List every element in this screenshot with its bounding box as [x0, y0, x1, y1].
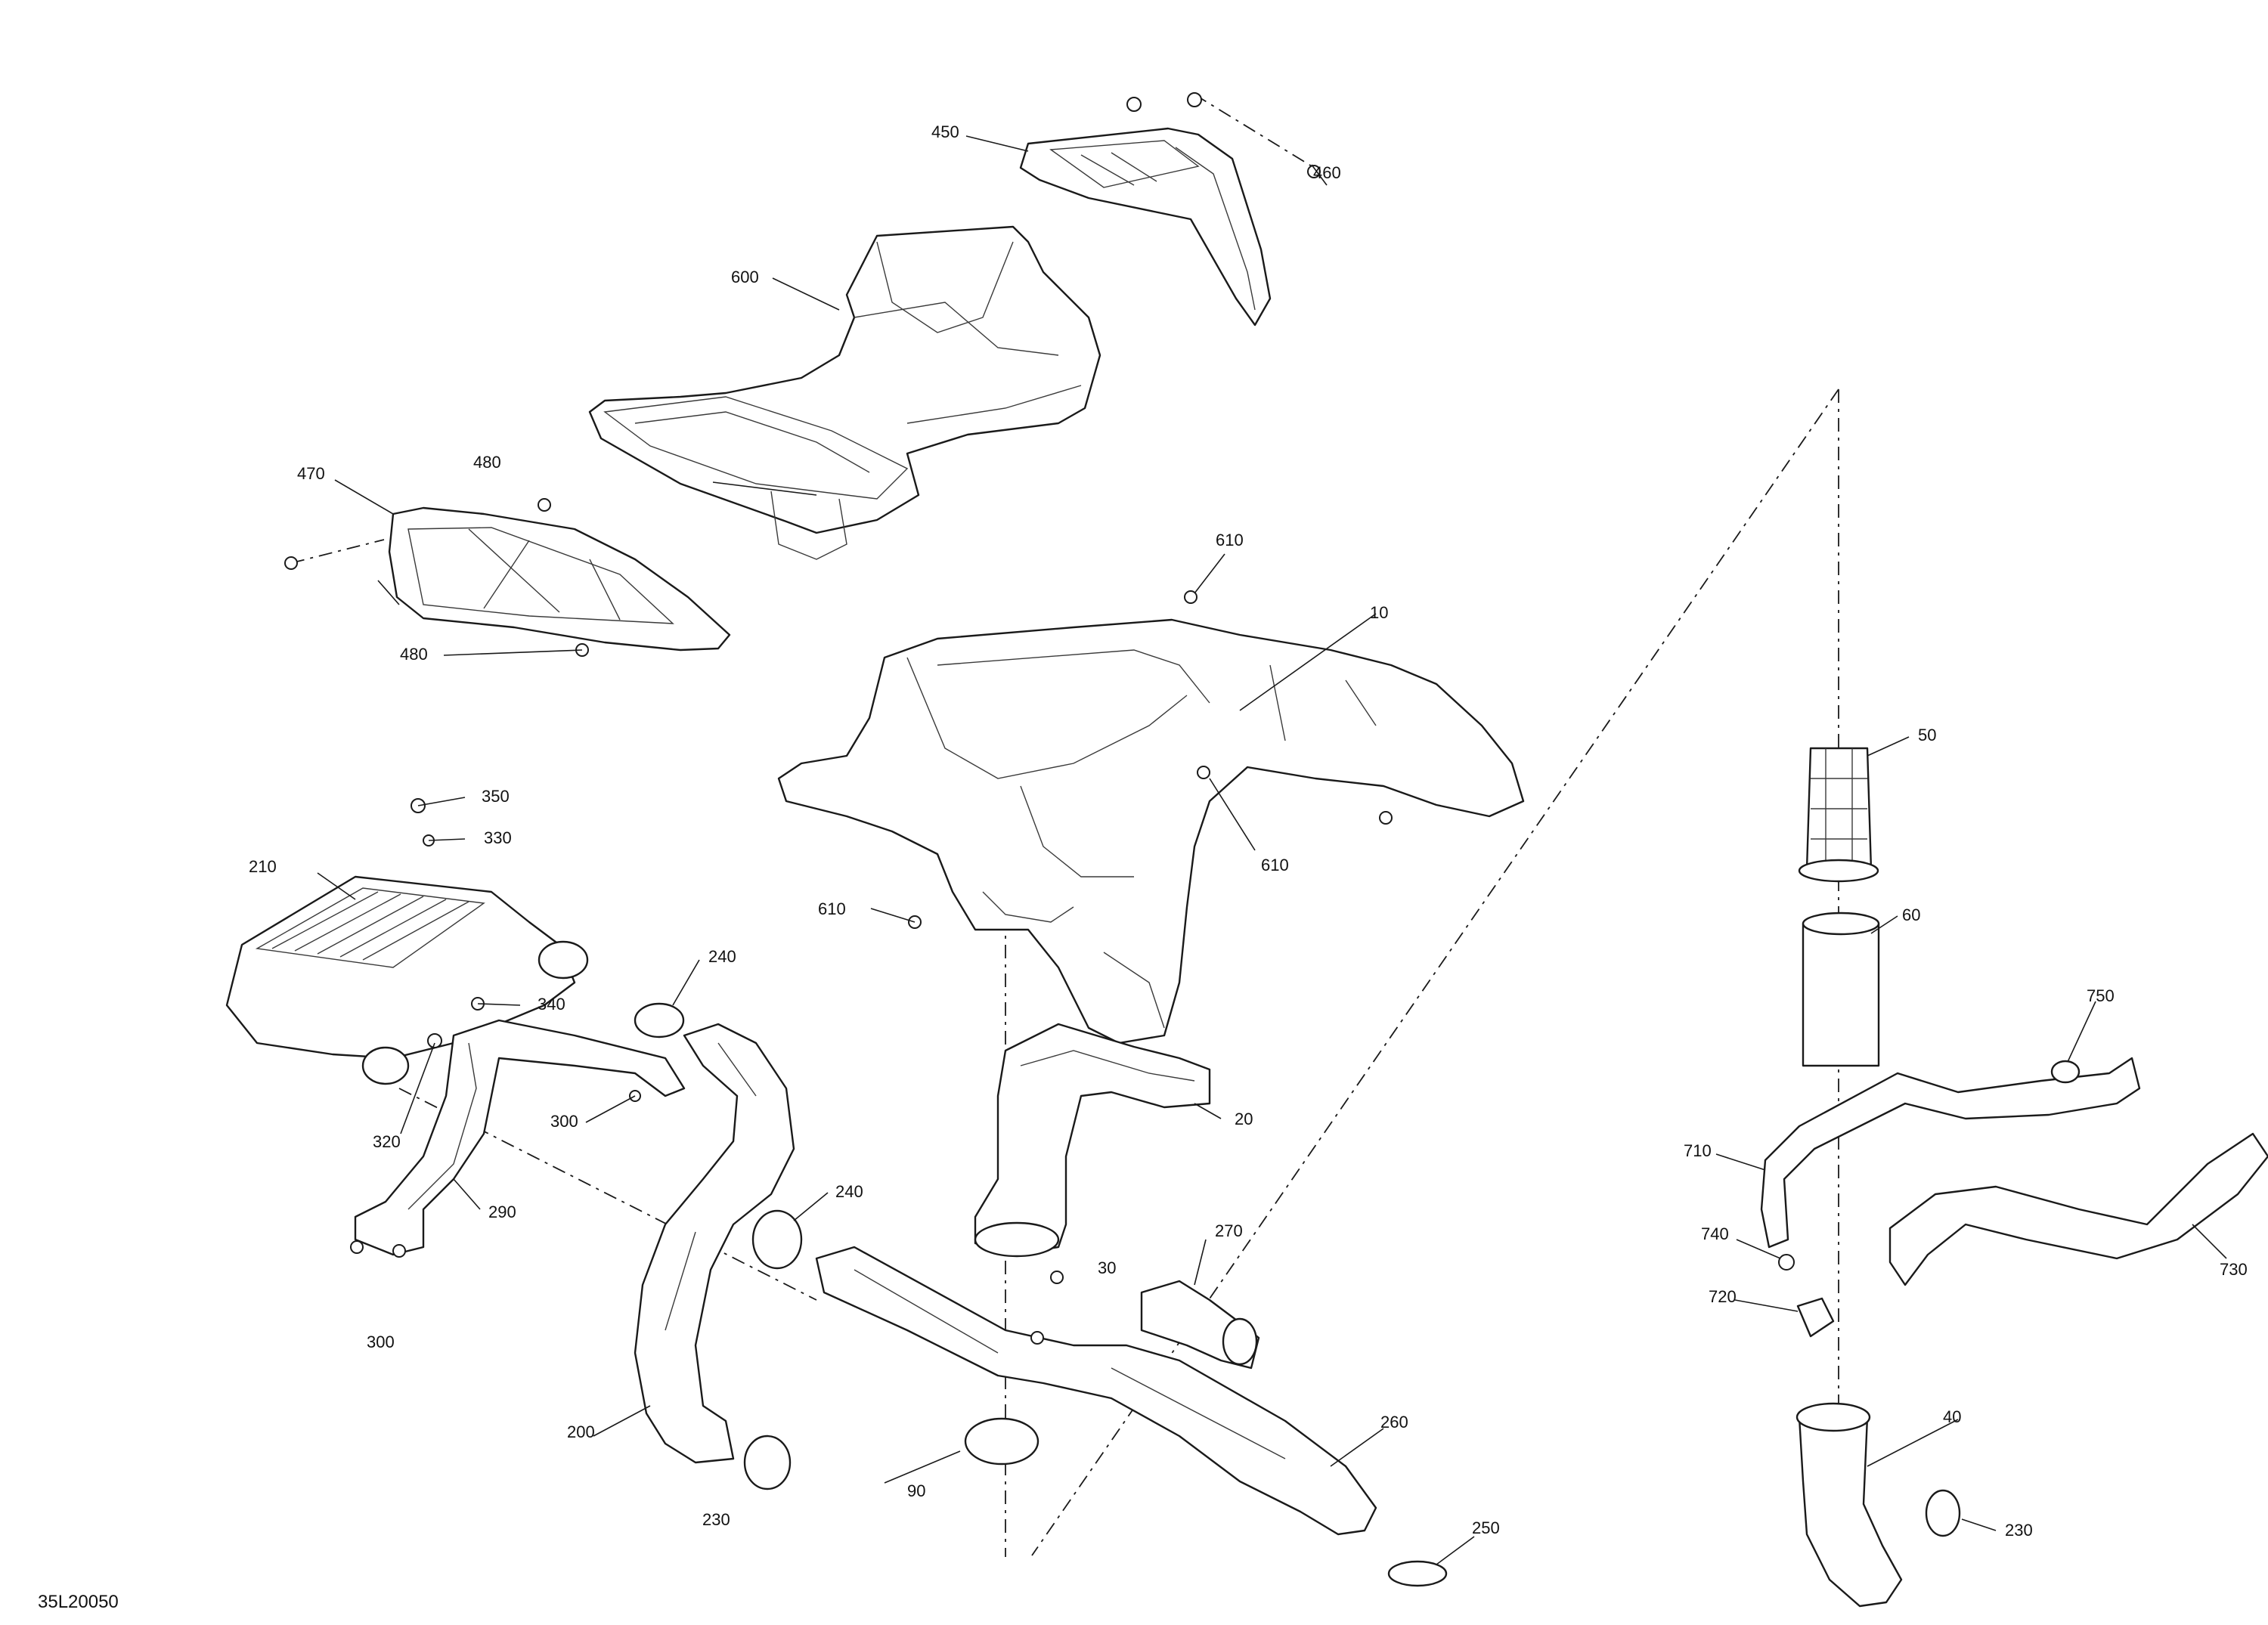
callout-250: 250: [1472, 1518, 1500, 1537]
part-270-elbow: [1140, 1280, 1260, 1370]
callout-20: 20: [1235, 1110, 1253, 1128]
callout-610-top: 610: [1216, 531, 1244, 549]
leader-lines: [317, 135, 2227, 1565]
callout-600: 600: [731, 268, 759, 286]
callout-240-top: 240: [708, 947, 736, 966]
part-260-y-pipe: [815, 1246, 1377, 1536]
diagram-reference-code: 35L20050: [38, 1592, 119, 1612]
part-10-airbox-base: [777, 618, 1525, 1045]
part-600-airbox-upper: [588, 225, 1101, 560]
part-450-duct-cover: [1019, 127, 1272, 327]
callout-480-top: 480: [473, 453, 501, 472]
callout-610-right: 610: [1261, 856, 1289, 874]
callout-330: 330: [484, 828, 512, 847]
callout-90: 90: [907, 1481, 925, 1500]
callout-730: 730: [2220, 1260, 2248, 1279]
part-20-elbow-duct: [974, 1023, 1211, 1258]
callout-240-middle: 240: [835, 1182, 863, 1201]
part-40-filter-housing: [1796, 1402, 1903, 1608]
callout-720: 720: [1709, 1287, 1737, 1306]
part-710-hose: [1760, 1057, 2141, 1249]
callout-300-middle: 300: [550, 1112, 578, 1131]
callout-340: 340: [538, 995, 565, 1014]
callout-230-right: 230: [2005, 1521, 2033, 1540]
part-470-side-cover: [388, 506, 731, 652]
callout-60: 60: [1902, 905, 1920, 924]
part-200-hose: [634, 1023, 795, 1464]
part-50-filter-cage: [1798, 747, 1879, 883]
callout-10: 10: [1370, 603, 1388, 622]
part-730-hose: [1888, 1132, 2268, 1286]
callout-740: 740: [1701, 1224, 1729, 1243]
callout-480-bottom: 480: [400, 645, 428, 664]
part-60-filter: [1802, 912, 1880, 1067]
part-210-intercooler: [225, 875, 589, 1085]
part-290-bracket: [354, 1019, 686, 1256]
callout-470: 470: [297, 464, 325, 483]
callout-260: 260: [1380, 1413, 1408, 1432]
callout-270: 270: [1215, 1221, 1243, 1240]
callout-750: 750: [2087, 986, 2115, 1005]
callout-610-left: 610: [818, 899, 846, 918]
callout-710: 710: [1684, 1141, 1712, 1160]
callout-30: 30: [1098, 1258, 1116, 1277]
callout-210: 210: [249, 857, 277, 876]
callout-460: 460: [1313, 163, 1341, 182]
clamps: [634, 1002, 2081, 1587]
callout-labels: 450 460 600 470 480 480 610 10 610 610 3…: [249, 122, 2248, 1540]
callout-40: 40: [1943, 1407, 1961, 1426]
callout-290: 290: [488, 1202, 516, 1221]
callout-200: 200: [567, 1422, 595, 1441]
callout-300-bottom: 300: [367, 1332, 395, 1351]
fasteners: [284, 92, 1835, 1345]
callout-320: 320: [373, 1132, 401, 1151]
callout-350: 350: [482, 787, 510, 806]
callout-50: 50: [1918, 726, 1936, 744]
callout-450: 450: [931, 122, 959, 141]
callout-230-left: 230: [702, 1510, 730, 1529]
